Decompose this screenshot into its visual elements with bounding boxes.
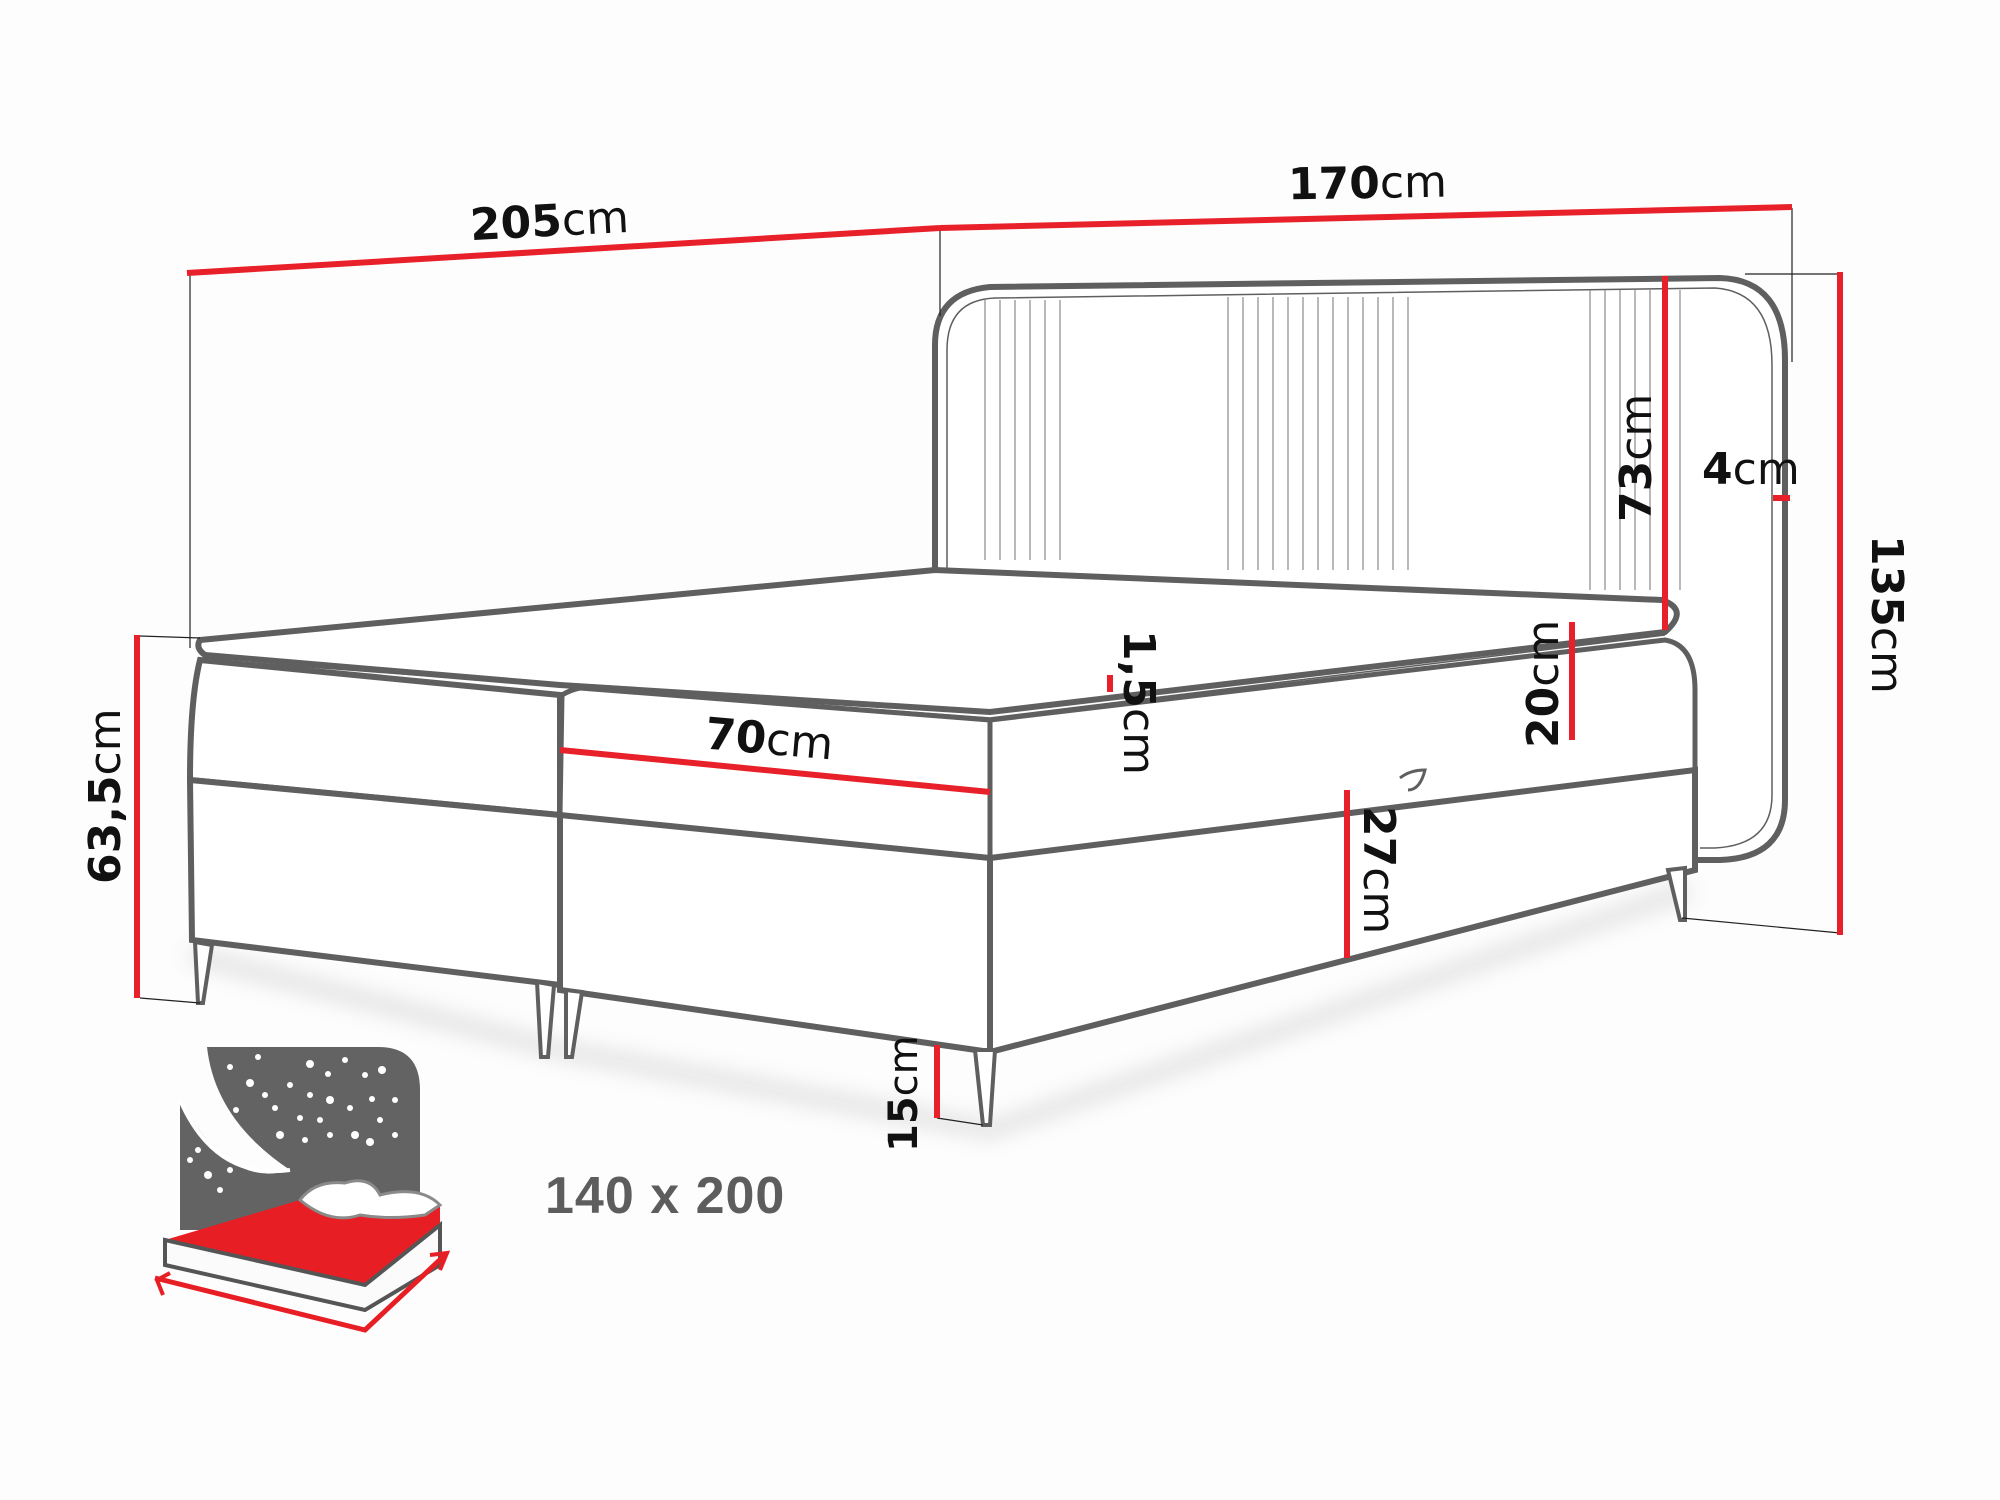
label-width: 170cm xyxy=(1287,157,1448,211)
label-topper: 1,5cm xyxy=(1113,630,1164,775)
label-leg-height: 15cm xyxy=(881,1035,927,1152)
base-box xyxy=(186,766,1698,1056)
label-headboard-thickness: 4cm xyxy=(1702,448,1800,492)
label-headboard-height-value: 73 xyxy=(1611,460,1662,522)
label-width-unit: cm xyxy=(1379,156,1448,209)
dim-line-width xyxy=(939,204,1793,231)
label-base-height-value: 27 xyxy=(1353,806,1404,868)
dimension-lines xyxy=(134,204,1843,1118)
stars-icon xyxy=(187,1054,398,1193)
label-leg-height-value: 15 xyxy=(881,1096,927,1152)
dim-line-mattress-section xyxy=(559,747,991,795)
label-headboard-height: 73cm xyxy=(1611,394,1662,522)
label-total-height-value: 135 xyxy=(1861,535,1912,627)
label-mattress-height-unit: cm xyxy=(1518,619,1569,687)
label-length: 205cm xyxy=(468,192,630,252)
label-total-height-unit: cm xyxy=(1861,626,1912,694)
mattress-body xyxy=(186,637,1698,861)
label-mattress-section-value: 70 xyxy=(703,708,769,765)
label-mattress-height-value: 20 xyxy=(1518,686,1569,748)
label-topper-unit: cm xyxy=(1113,707,1164,776)
label-base-height-unit: cm xyxy=(1353,867,1404,935)
label-total-height: 135cm xyxy=(1861,535,1912,694)
label-bed-height: 63,5cm xyxy=(80,708,131,884)
label-topper-value: 1,5 xyxy=(1113,630,1164,708)
label-base-height: 27cm xyxy=(1353,806,1404,934)
label-length-unit: cm xyxy=(560,191,631,247)
label-bed-height-value: 63,5 xyxy=(80,775,131,884)
label-length-value: 205 xyxy=(468,195,564,252)
mattress-size-icon xyxy=(154,1047,451,1333)
label-mattress-section-unit: cm xyxy=(764,713,836,771)
label-leg-height-unit: cm xyxy=(881,1035,927,1097)
label-headboard-thickness-unit: cm xyxy=(1732,444,1800,495)
label-mattress-section: 70cm xyxy=(703,708,835,771)
label-headboard-thickness-value: 4 xyxy=(1702,444,1733,495)
label-bed-height-unit: cm xyxy=(80,708,131,776)
extension-lines xyxy=(139,208,1841,1126)
label-headboard-height-unit: cm xyxy=(1611,393,1662,461)
label-width-value: 170 xyxy=(1287,157,1381,211)
mattress-size-label: 140 x 200 xyxy=(545,1167,786,1225)
dim-line-length xyxy=(186,225,941,276)
label-mattress-height: 20cm xyxy=(1518,620,1569,748)
legs xyxy=(192,865,1687,1127)
